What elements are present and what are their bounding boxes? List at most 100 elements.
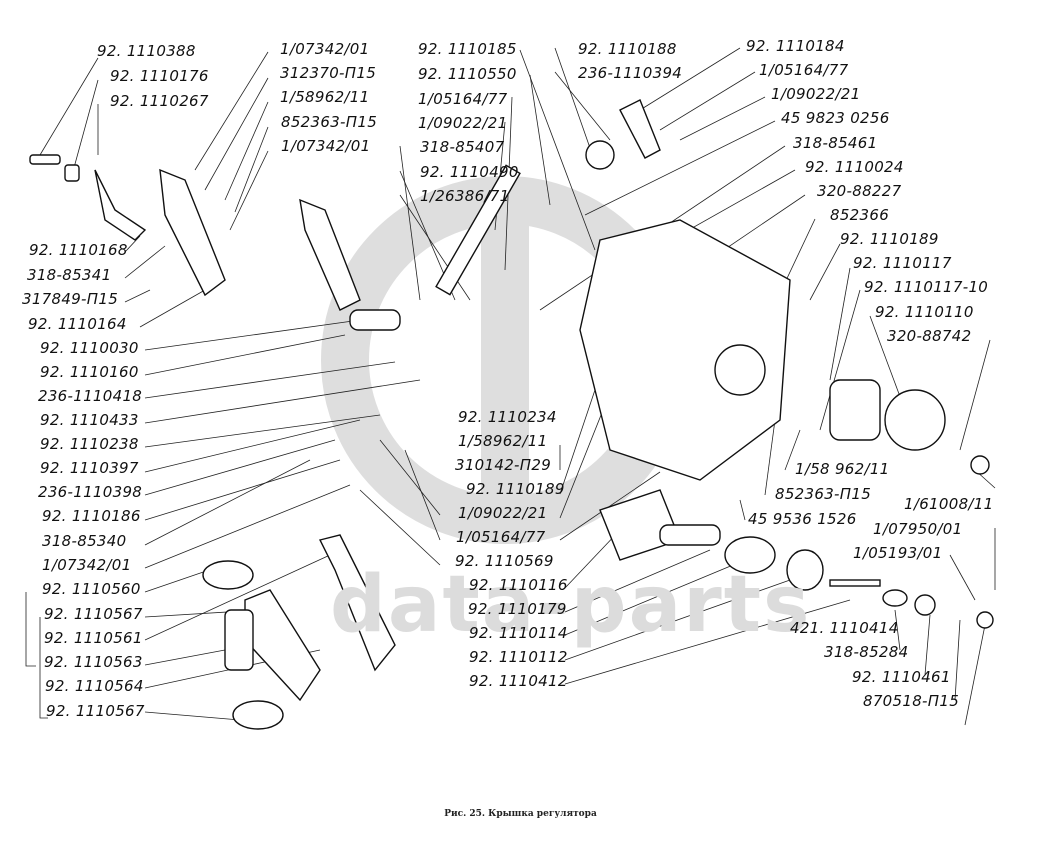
part-label: 318-85284 [824, 643, 909, 661]
part-nut-right [970, 455, 990, 475]
part-label: 92. 1110168 [29, 241, 128, 259]
part-label: 92. 1110550 [418, 65, 517, 83]
part-label: 236-1110398 [38, 483, 143, 501]
part-label: 1/58962/11 [458, 432, 548, 450]
part-label: 92. 1110461 [852, 668, 951, 686]
part-spring-tall [224, 609, 254, 671]
part-label: 45 9823 0256 [781, 109, 890, 127]
part-damper-bottom [232, 700, 284, 730]
part-label: 92. 1110397 [40, 459, 139, 477]
part-label: 92. 1110189 [840, 230, 939, 248]
part-label: 1/09022/21 [458, 504, 548, 522]
part-bolt [29, 154, 61, 165]
part-label: 318-85340 [42, 532, 127, 550]
part-label: 92. 1110561 [44, 629, 143, 647]
part-label: 92. 1110176 [110, 67, 209, 85]
part-label: 92. 1110234 [458, 408, 557, 426]
leader-lines [25, 47, 996, 726]
part-label: 312370-П15 [280, 64, 377, 82]
part-label: 92. 1110184 [746, 37, 845, 55]
part-label: 92. 1110433 [40, 411, 139, 429]
part-label: 1/05164/77 [456, 528, 546, 546]
part-label: 1/05193/01 [853, 544, 943, 562]
part-label: 92. 1110116 [469, 576, 568, 594]
part-lever [94, 169, 147, 241]
part-label: 92. 1110112 [469, 648, 568, 666]
part-label: 92. 1110179 [468, 600, 567, 618]
part-nut-small [914, 594, 936, 616]
part-label: 318-85461 [793, 134, 878, 152]
part-label: 852363-П15 [281, 113, 378, 131]
part-label: 1/07342/01 [42, 556, 132, 574]
part-tube [659, 524, 721, 546]
part-label: 310142-П29 [455, 456, 552, 474]
part-flange [829, 379, 881, 441]
part-spring-large [724, 536, 776, 574]
part-damper-top [202, 560, 254, 590]
part-label: 92. 1110117 [853, 254, 952, 272]
part-label: 852363-П15 [775, 485, 872, 503]
part-label: 1/09022/21 [771, 85, 861, 103]
part-label: 92. 1110114 [469, 624, 568, 642]
part-label: 92. 1110110 [875, 303, 974, 321]
part-label: 1/05164/77 [418, 90, 508, 108]
part-label: 318-85407 [420, 138, 505, 156]
part-label: 92. 1110186 [42, 507, 141, 525]
parts [29, 99, 994, 730]
part-label: 1/07342/01 [281, 137, 371, 155]
part-label: 92. 1110412 [469, 672, 568, 690]
part-bracket-mid [299, 198, 361, 311]
part-label: 45 9536 1526 [748, 510, 857, 528]
part-cover-body [579, 219, 791, 481]
part-bracket-left [159, 168, 226, 297]
part-link [349, 309, 401, 331]
part-label: 92. 1110567 [44, 605, 143, 623]
part-arm-top [619, 99, 661, 159]
part-label: 92. 1110024 [805, 158, 904, 176]
part-label: 318-85341 [27, 266, 112, 284]
part-label: 1/58 962/11 [795, 460, 890, 478]
part-label: 92. 1110238 [40, 435, 139, 453]
part-plate-right [318, 534, 396, 672]
part-label: 92. 1110185 [418, 40, 517, 58]
part-label: 1/26386/71 [420, 187, 510, 205]
part-label: 92. 1110564 [45, 677, 144, 695]
part-cover-bore [714, 344, 766, 396]
part-label: 92. 1110188 [578, 40, 677, 58]
part-nut-end [976, 611, 994, 629]
part-label: 1/07342/01 [280, 40, 370, 58]
part-housing [884, 389, 946, 451]
figure-caption: Рис. 25. Крышка регулятора [444, 809, 597, 819]
part-label: 92. 1110388 [97, 42, 196, 60]
part-spring [64, 164, 80, 182]
part-label: 92. 1110560 [42, 580, 141, 598]
part-label: 92. 1110569 [455, 552, 554, 570]
part-spring-small [882, 589, 908, 607]
part-label: 92. 1110189 [466, 480, 565, 498]
part-label: 852366 [830, 206, 890, 224]
part-label: 870518-П15 [863, 692, 960, 710]
part-label: 92. 1110567 [46, 702, 145, 720]
part-castle-nut [786, 549, 824, 591]
part-label: 1/09022/21 [418, 114, 508, 132]
part-label: 1/05164/77 [759, 61, 849, 79]
part-label: 1/58962/11 [280, 88, 370, 106]
part-label: 320-88742 [887, 327, 972, 345]
part-label: 92. 1110117-10 [864, 278, 989, 296]
part-label: 320-88227 [817, 182, 902, 200]
part-label: 1/61008/11 [904, 495, 994, 513]
part-plate-left [244, 589, 321, 702]
part-label: 1/07950/01 [873, 520, 963, 538]
part-label: 236-1110394 [578, 64, 683, 82]
part-label: 421. 1110414 [790, 619, 899, 637]
part-shaft [435, 164, 521, 296]
watermark-text: data-parts [330, 560, 812, 650]
part-label: 92. 1110160 [40, 363, 139, 381]
part-plug [585, 140, 615, 170]
part-label: 92. 1110267 [110, 92, 209, 110]
part-label: 92. 1110563 [44, 653, 143, 671]
part-label: 317849-П15 [22, 290, 119, 308]
part-label: 92. 1110164 [28, 315, 127, 333]
